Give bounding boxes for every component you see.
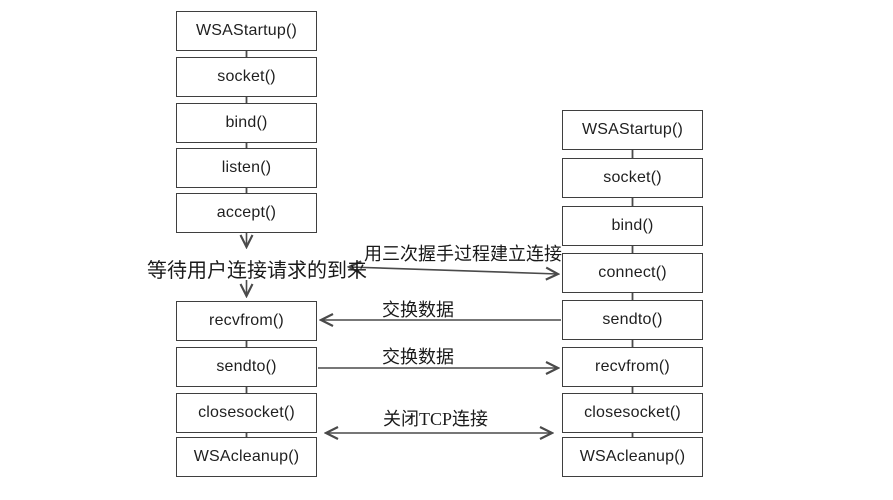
server-step-wsacleanup: WSAcleanup() [176,437,317,477]
server-step-wsastartup: WSAStartup() [176,11,317,51]
client-step-connect: connect() [562,253,703,293]
client-step-wsastartup: WSAStartup() [562,110,703,150]
exchange-recv-arrow-label: 交换数据 [382,300,454,320]
client-step-socket: socket() [562,158,703,198]
client-step-sendto: sendto() [562,300,703,340]
exchange-send-arrow-label: 交换数据 [382,347,454,367]
server-wait-text: 等待用户连接请求的到来 [147,260,367,282]
server-step-recvfrom: recvfrom() [176,301,317,341]
server-step-bind: bind() [176,103,317,143]
handshake-arrow [349,267,558,274]
close-connection-arrow-label: 关闭TCP连接 [383,409,489,429]
server-step-socket: socket() [176,57,317,97]
client-step-wsacleanup: WSAcleanup() [562,437,703,477]
server-step-closesocket: closesocket() [176,393,317,433]
client-step-recvfrom: recvfrom() [562,347,703,387]
handshake-arrow-label: 用三次握手过程建立连接 [364,244,562,264]
server-step-accept: accept() [176,193,317,233]
server-step-listen: listen() [176,148,317,188]
client-step-bind: bind() [562,206,703,246]
client-step-closesocket: closesocket() [562,393,703,433]
server-step-sendto: sendto() [176,347,317,387]
